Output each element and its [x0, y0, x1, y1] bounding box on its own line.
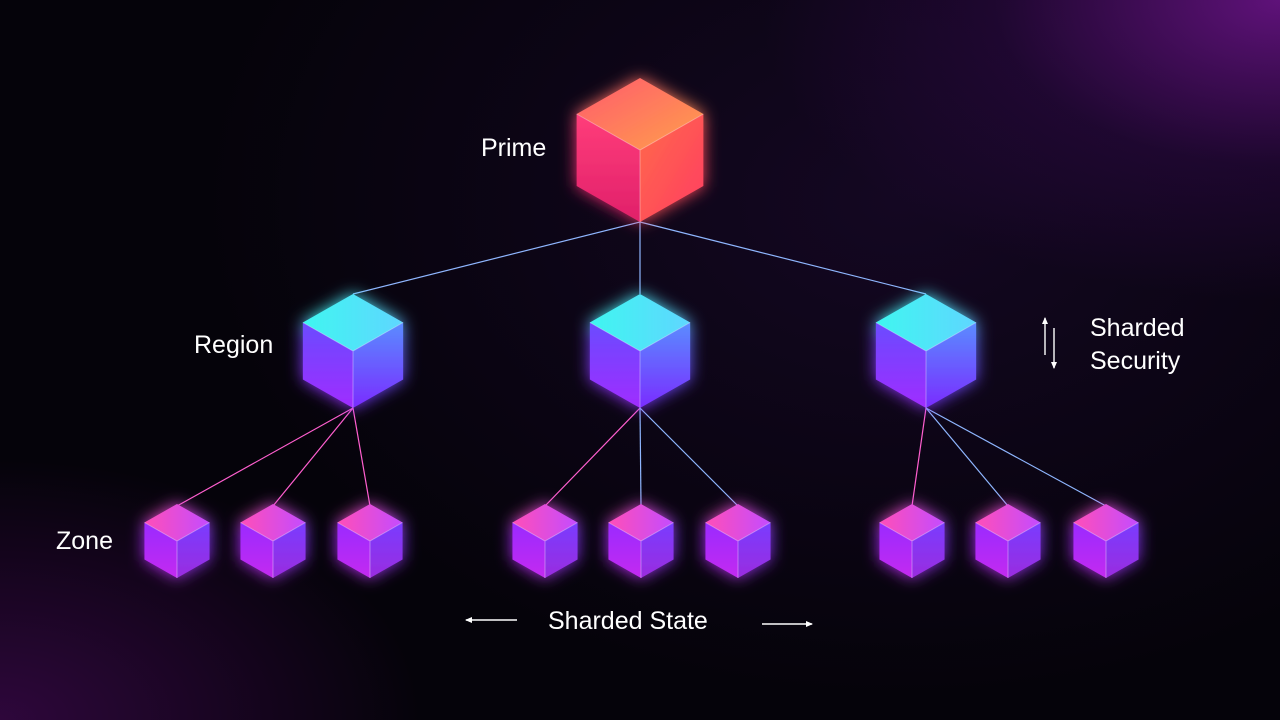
cube-left-face — [576, 114, 640, 222]
state-arrows — [465, 617, 813, 627]
link-region-1-zone-3 — [352, 407, 371, 507]
link-region-2-zone-5 — [639, 407, 642, 507]
link-region-1-zone-1 — [176, 407, 354, 507]
cube-top-face — [302, 294, 404, 351]
label-zone: Zone — [56, 527, 113, 555]
cube-edge — [240, 522, 306, 578]
cube-left-face — [589, 322, 640, 408]
cube-zone-8 — [975, 504, 1041, 578]
cube-edge — [576, 113, 704, 222]
cube-zone-1 — [144, 504, 210, 578]
cube-edge — [875, 322, 977, 408]
cube-zone-5 — [608, 504, 674, 578]
cube-zone-2 — [240, 504, 306, 578]
cube-top-face — [608, 504, 674, 541]
cube-right-face — [926, 322, 977, 408]
cube-zone-4 — [512, 504, 578, 578]
label-region: Region — [194, 331, 273, 359]
cube-zone-6 — [705, 504, 771, 578]
link-region-3-zone-7 — [911, 407, 927, 507]
cube-top-face — [879, 504, 945, 541]
cube-edge — [879, 522, 945, 578]
cube-region-2 — [589, 294, 691, 408]
link-region-3-zone-9 — [925, 407, 1107, 507]
label-sharded-security-line2: Security — [1090, 347, 1181, 375]
cube-top-face — [512, 504, 578, 541]
cube-zone-7 — [879, 504, 945, 578]
link-region-2-zone-6 — [639, 407, 739, 507]
cube-right-face — [640, 114, 704, 222]
security-arrows — [1042, 317, 1057, 369]
cube-region-3 — [875, 294, 977, 408]
cube-top-face — [705, 504, 771, 541]
cubes — [144, 78, 1139, 578]
cube-edge — [608, 522, 674, 578]
cube-zone-3 — [337, 504, 403, 578]
link-region-3-zone-8 — [925, 407, 1009, 507]
cube-edge — [975, 522, 1041, 578]
cube-edge — [512, 522, 578, 578]
cube-edge — [337, 522, 403, 578]
cube-edge — [589, 322, 691, 408]
cube-edge — [1073, 522, 1139, 578]
label-sharded-state: Sharded State — [548, 607, 708, 635]
link-prime-region-3 — [639, 221, 927, 295]
cube-right-face — [640, 322, 691, 408]
cube-edge — [302, 322, 404, 408]
cube-edge — [705, 522, 771, 578]
cube-left-face — [875, 322, 926, 408]
link-region-2-zone-4 — [544, 407, 641, 507]
link-region-1-zone-2 — [272, 407, 354, 507]
cube-zone-9 — [1073, 504, 1139, 578]
cube-edge — [144, 522, 210, 578]
link-prime-region-1 — [352, 221, 641, 295]
label-sharded-security-line1: Sharded — [1090, 314, 1185, 342]
label-prime: Prime — [481, 134, 546, 162]
cube-region-1 — [302, 294, 404, 408]
cube-prime — [576, 78, 704, 222]
connection-lines — [176, 221, 1107, 507]
